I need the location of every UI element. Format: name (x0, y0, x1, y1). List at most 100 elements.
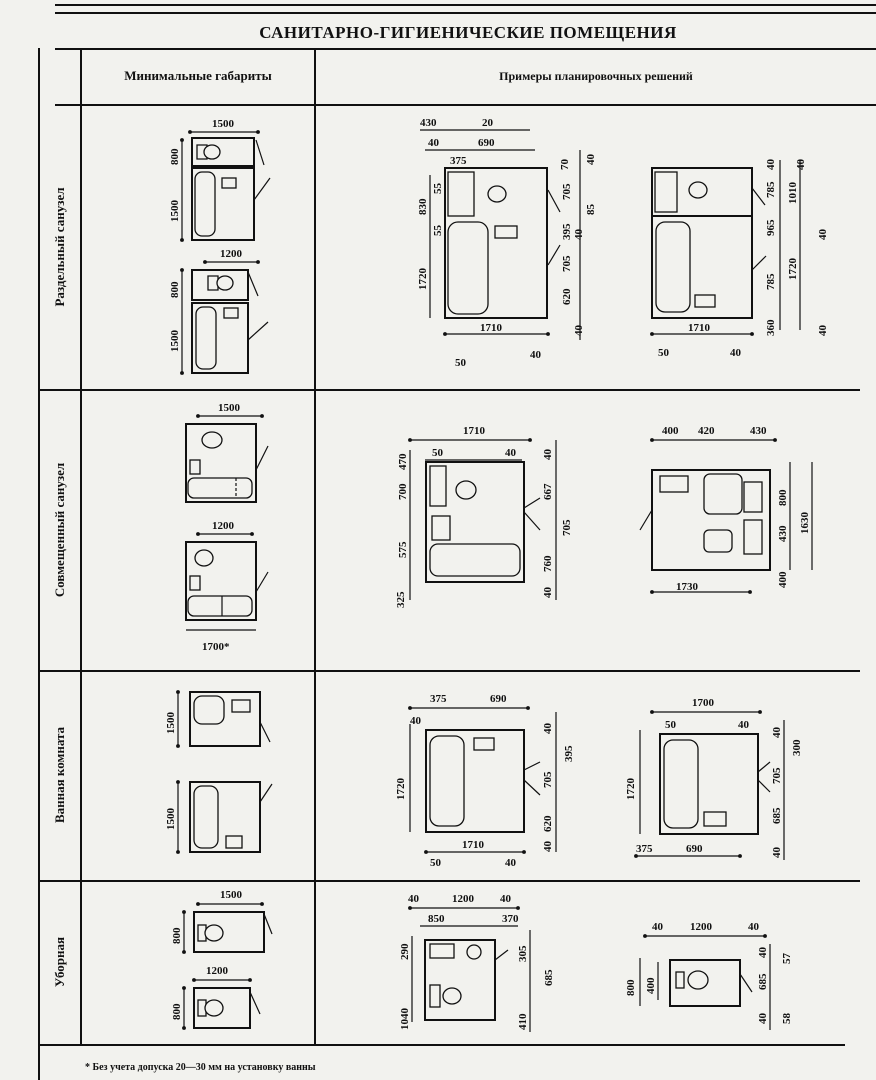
dim-label: 55 (432, 183, 444, 195)
example-plan-separate-1: 430 20 40 690 375 830 55 55 1720 70 40 7… (417, 117, 597, 369)
dim-label: 40 (771, 727, 783, 739)
footnote: * Без учета допуска 20—30 мм на установк… (85, 1062, 316, 1073)
dim-label: 1200 (206, 965, 229, 977)
dim-label: 40 (652, 921, 664, 933)
dim-label: 705 (561, 519, 573, 536)
dim-label: 40 (757, 947, 769, 959)
min-plan-separate-1500: 1500 800 1500 (169, 118, 271, 242)
dim-label: 800 (171, 927, 183, 944)
dim-label: 360 (765, 319, 777, 336)
dim-label: 40 (542, 587, 554, 599)
dim-label: 800 (169, 281, 181, 298)
title-rule (55, 48, 876, 50)
dim-label: 40 (530, 349, 542, 361)
row-rule-3 (40, 880, 860, 882)
dim-label: 800 (625, 979, 637, 996)
dim-label: 620 (542, 815, 554, 832)
dim-label: 50 (455, 357, 467, 369)
min-plan-combined-1500: 1500 (185, 402, 269, 503)
dim-label: 430 (777, 525, 789, 542)
dim-label: 55 (432, 225, 444, 237)
dim-label: 50 (665, 719, 677, 731)
dim-label: 40 (505, 857, 517, 869)
dim-label: 690 (478, 137, 495, 149)
dim-label: 1710 (688, 322, 711, 334)
dim-label: 40 (771, 847, 783, 859)
dim-label: 40 (573, 325, 585, 337)
dim-label: 667 (542, 483, 554, 500)
dim-label: 1710 (463, 425, 486, 437)
left-border (38, 48, 40, 1080)
dim-label: 40 (500, 893, 512, 905)
min-plan-bathroom-1: 1500 (165, 690, 271, 748)
dim-label: 785 (765, 273, 777, 290)
dim-label: 685 (771, 807, 783, 824)
dim-label: 1700* (202, 641, 230, 653)
dim-label: 40 (505, 447, 517, 459)
dim-label: 1720 (395, 778, 407, 801)
dim-label: 1500 (218, 402, 241, 414)
min-plan-toilet-1200: 1200 800 (171, 965, 261, 1030)
example-plan-separate-2: 40 40 785 1010 965 40 1720 785 360 40 17… (650, 159, 829, 359)
dim-label: 1730 (676, 581, 699, 593)
dim-label: 1500 (165, 808, 177, 831)
dim-label: 1500 (169, 200, 181, 223)
min-plan-separate-1200: 1200 800 1500 (169, 248, 269, 375)
min-col-rule (314, 48, 316, 1044)
dim-label: 40 (817, 229, 829, 241)
dim-label: 410 (517, 1013, 529, 1030)
dim-label: 705 (561, 183, 573, 200)
dim-label: 375 (430, 693, 447, 705)
dim-label: 430 (420, 117, 437, 129)
dim-label: 690 (490, 693, 507, 705)
example-plan-toilet-2: 40 1200 40 800 400 40 685 57 40 58 (625, 921, 793, 1030)
dim-label: 305 (517, 945, 529, 962)
example-plan-combined-2: 400 420 430 800 430 1630 400 1730 (639, 425, 813, 594)
dim-label: 375 (450, 155, 467, 167)
dim-label: 1500 (220, 889, 243, 901)
row-rule-1 (40, 389, 860, 391)
example-plan-toilet-1: 40 1200 40 850 370 290 1040 305 685 410 (399, 893, 555, 1032)
dim-label: 70 (559, 159, 571, 171)
dim-label: 420 (698, 425, 715, 437)
top-rule-1 (55, 4, 876, 6)
dim-label: 57 (781, 953, 793, 965)
dim-label: 1200 (690, 921, 713, 933)
dim-label: 965 (765, 219, 777, 236)
header-rule (55, 104, 876, 106)
dim-label: 700 (397, 483, 409, 500)
dim-label: 290 (399, 943, 411, 960)
dim-label: 785 (765, 181, 777, 198)
dim-label: 85 (585, 204, 597, 216)
dim-label: 325 (395, 591, 407, 608)
min-plan-bathroom-2: 1500 (165, 780, 273, 854)
dim-label: 800 (777, 489, 789, 506)
row-rule-2 (40, 670, 860, 672)
dim-label: 1500 (165, 712, 177, 735)
dim-label: 705 (771, 767, 783, 784)
dim-label: 50 (658, 347, 670, 359)
dim-label: 1720 (787, 258, 799, 281)
dim-label: 400 (645, 977, 657, 994)
dim-label: 395 (563, 745, 575, 762)
dim-label: 705 (542, 771, 554, 788)
dim-label: 620 (561, 288, 573, 305)
dim-label: 40 (738, 719, 750, 731)
dim-label: 1200 (212, 520, 235, 532)
dim-label: 690 (686, 843, 703, 855)
example-plan-combined-1: 1710 50 40 470 700 575 325 40 667 705 76… (395, 425, 573, 608)
dim-label: 40 (542, 449, 554, 461)
dim-label: 760 (542, 555, 554, 572)
dim-label: 40 (817, 325, 829, 337)
dim-label: 40 (408, 893, 420, 905)
dim-label: 40 (765, 159, 777, 171)
dim-label: 1200 (452, 893, 475, 905)
column-header-min: Минимальные габариты (124, 68, 272, 83)
min-plan-combined-1200: 1200 1700* (185, 520, 269, 653)
dim-label: 400 (777, 571, 789, 588)
dim-label: 375 (636, 843, 653, 855)
dim-label: 705 (561, 255, 573, 272)
top-rule-2 (55, 12, 876, 14)
dim-label: 300 (791, 739, 803, 756)
